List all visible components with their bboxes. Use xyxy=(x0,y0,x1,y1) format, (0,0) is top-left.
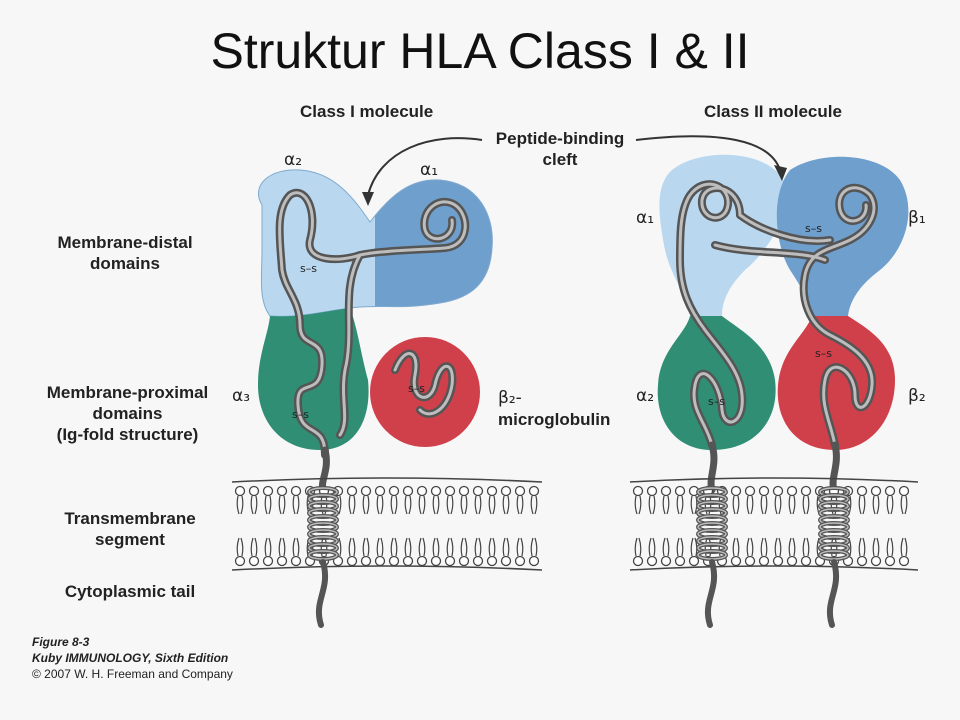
tm-line1: Transmembrane xyxy=(64,509,196,528)
class1-disulfide-3: s–s xyxy=(408,382,425,395)
figure-caption: Figure 8-3 Kuby IMMUNOLOGY, Sixth Editio… xyxy=(32,634,233,682)
class1-disulfide-1: s–s xyxy=(300,262,317,275)
cleft-arrowhead-class1 xyxy=(362,192,374,206)
class1-alpha2-label: α₂ xyxy=(284,150,303,170)
cleft-label-line1: Peptide-binding xyxy=(495,129,625,148)
cytoplasmic-tail-label: Cytoplasmic tail xyxy=(64,582,196,601)
membrane-distal-label: Membrane-distal domains xyxy=(20,232,230,274)
membrane-proximal-label: Membrane-proximal domains (Ig-fold struc… xyxy=(20,382,235,445)
proximal-line2: domains xyxy=(92,404,163,423)
distal-line1: Membrane-distal xyxy=(57,233,193,252)
helix-class2-beta xyxy=(818,486,850,628)
class1-b2m-label: β₂- microglobulin xyxy=(498,388,610,430)
b2m-line1: β₂- xyxy=(498,388,522,408)
class1-b2m-domain xyxy=(370,337,480,447)
class2-disulfide-1: s–s xyxy=(805,222,822,235)
class2-disulfide-2: s–s xyxy=(815,347,832,360)
class2-disulfide-3: s–s xyxy=(708,395,725,408)
transmembrane-label: Transmembrane segment xyxy=(25,508,235,550)
class2-alpha1-label: α₁ xyxy=(636,208,655,228)
membrane-class1 xyxy=(231,477,543,571)
class1-alpha3-label: α₃ xyxy=(232,386,251,406)
cleft-arrow-class2 xyxy=(635,135,781,171)
class1-disulfide-2: s–s xyxy=(292,408,309,421)
figure-number: Figure 8-3 xyxy=(32,635,90,649)
cleft-arrowhead-class2 xyxy=(774,165,787,181)
distal-line2: domains xyxy=(90,254,160,273)
proximal-line1: Membrane-proximal xyxy=(46,383,209,402)
helix-class1 xyxy=(307,486,339,628)
transmembrane-helices xyxy=(307,486,850,628)
class2-beta2-label: β₂ xyxy=(908,386,926,406)
class2-alpha2-label: α₂ xyxy=(636,386,655,406)
cleft-arrow-class1 xyxy=(367,137,483,196)
book-title: Kuby IMMUNOLOGY, Sixth Edition xyxy=(32,651,229,665)
class1-alpha1-label: α₁ xyxy=(420,160,439,180)
class1-molecule: s–s s–s s–s xyxy=(258,169,493,494)
helix-class2-alpha xyxy=(696,486,728,628)
class2-beta2-domain xyxy=(777,316,895,450)
class2-header: Class II molecule xyxy=(704,102,842,121)
class2-molecule: s–s s–s s–s xyxy=(657,154,909,494)
class1-header: Class I molecule xyxy=(300,102,434,121)
b2m-line2: microglobulin xyxy=(498,410,611,429)
cleft-arrows xyxy=(367,135,781,196)
cleft-label-line2: cleft xyxy=(542,150,578,169)
tm-line2: segment xyxy=(95,530,165,549)
copyright: © 2007 W. H. Freeman and Company xyxy=(32,667,233,681)
slide-title: Struktur HLA Class I & II xyxy=(210,23,750,79)
class2-beta1-label: β₁ xyxy=(908,208,926,228)
membrane-class2 xyxy=(629,477,919,571)
class2-beta1-domain xyxy=(776,156,909,316)
cleft-label: Peptide-binding cleft xyxy=(482,128,638,170)
proximal-line3: (Ig-fold structure) xyxy=(56,425,199,444)
